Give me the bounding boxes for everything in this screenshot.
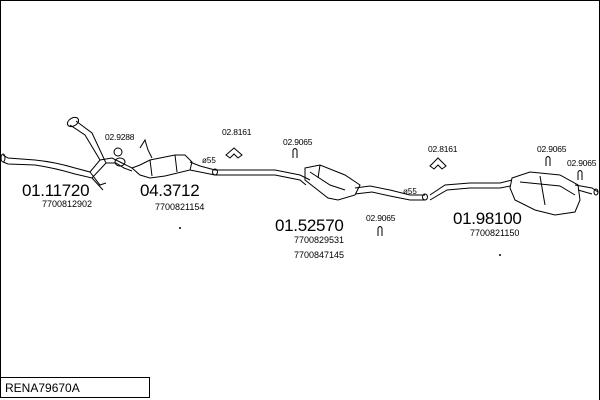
- oem-number-catalyst: 7700821154: [155, 202, 205, 212]
- oem-number-rear-muffler: 7700821150: [470, 228, 520, 238]
- oem-number-middle-muffler-1: 7700829531: [294, 235, 345, 245]
- fitting-label-3: 02.9065: [283, 137, 313, 147]
- fitting-label-6: 02.9065: [537, 144, 567, 154]
- fitting-label-5: 02.8161: [428, 144, 458, 154]
- front-pipe-drawing: [0, 116, 133, 191]
- middle-muffler-drawing: [215, 164, 428, 201]
- diameter-label-2: ø55: [403, 187, 417, 196]
- fitting-label-7: 02.9065: [567, 158, 597, 168]
- reference-box: RENA79670A: [0, 377, 150, 398]
- fitting-glyphs: [113, 147, 583, 236]
- part-number-middle-muffler: 01.52570: [275, 216, 344, 235]
- part-number-catalyst: 04.3712: [140, 181, 200, 200]
- reference-code: RENA79670A: [5, 381, 80, 395]
- part-number-front-pipe: 01.11720: [22, 181, 90, 200]
- part-number-rear-muffler: 01.98100: [453, 209, 522, 228]
- fitting-label-2: 02.8161: [222, 127, 252, 137]
- oem-number-middle-muffler-2: 7700847145: [294, 250, 345, 260]
- diameter-label-1: ø55: [202, 156, 216, 165]
- oem-number-front-pipe: 7700812902: [42, 199, 93, 209]
- catalyst-drawing: [114, 138, 218, 179]
- fitting-label-4: 02.9065: [366, 213, 396, 223]
- fitting-label-1: 02.9288: [105, 132, 135, 142]
- rear-muffler-drawing: [429, 171, 599, 216]
